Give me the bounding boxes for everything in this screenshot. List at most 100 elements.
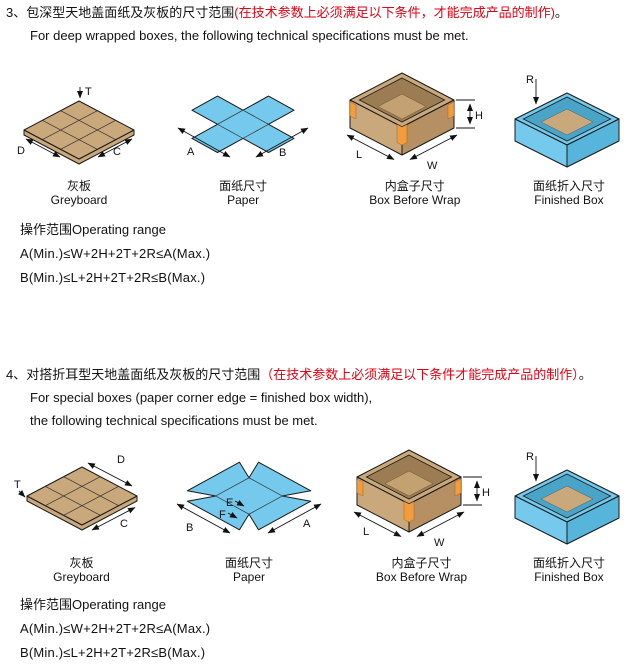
dim-thickness-T: T [14, 479, 26, 498]
figure-finished-box-s3: R 面纸折入尺寸 Finished Box [509, 71, 629, 207]
dim-label-A: A [187, 146, 195, 158]
dim-label-E: E [226, 497, 233, 509]
paper-fold-lines [216, 109, 269, 139]
caption-cn: 面纸折入尺寸 [532, 556, 605, 570]
dim-label-R: R [526, 74, 534, 86]
dim-width-W: W [409, 134, 458, 172]
figure-finished-box-s4: R 面纸折入尺寸 Finished Box [509, 448, 629, 584]
box-floor [377, 93, 427, 120]
section3-subtitle: For deep wrapped boxes, the following te… [30, 28, 469, 43]
dim-label-B: B [186, 522, 193, 534]
dim-paper-A: A [177, 127, 231, 158]
section4-formula-b: B(Min.)≤L+2H+2T+2R≤B(Max.) [20, 645, 206, 660]
section4-subtitle-line1: For special boxes (paper corner edge = f… [30, 390, 373, 405]
figure-box-before-wrap-s3: H L W 内盒子尺寸 Box Before Wrap [342, 61, 487, 207]
figure-caption: 面纸折入尺寸 Finished Box [533, 553, 605, 584]
dim-label-H: H [475, 110, 483, 122]
dim-turnin-R: R [526, 74, 539, 105]
caption-cn: 内盒子尺寸 [384, 179, 445, 193]
dim-label-W: W [434, 537, 445, 549]
dim-paper-B: B [255, 127, 309, 159]
section3-title-period: 。 [554, 5, 568, 20]
dim-width-C: C [91, 507, 136, 531]
dim-flap-E: E [226, 497, 245, 509]
dim-label-T: T [85, 86, 92, 98]
figure-caption: 面纸尺寸 Paper [225, 553, 273, 584]
caption-en: Greyboard [50, 193, 108, 207]
figure-greyboard-s3: T D C 灰板 Greyboard [14, 81, 144, 207]
figure-caption: 面纸折入尺寸 Finished Box [533, 176, 605, 207]
finished-box-right-wall [566, 118, 620, 168]
caption-cn: 灰板 [69, 556, 94, 570]
dim-label-L: L [363, 526, 369, 538]
caption-en: Greyboard [53, 570, 110, 584]
dim-thickness-T: T [77, 86, 92, 99]
greyboard-score-lines [42, 110, 116, 150]
dim-label-W: W [427, 160, 438, 172]
dim-label-D: D [17, 145, 25, 157]
dim-label-C: C [120, 518, 128, 530]
section3-title: 3、包深型天地盖面纸及灰板的尺寸范围(在技术参数上必须满足以下条件，才能完成产品… [0, 4, 643, 22]
dim-label-L: L [356, 149, 362, 161]
section3-title-red-note: (在技术参数上必须满足以下条件，才能完成产品的制作) [234, 5, 555, 20]
dim-label-T: T [14, 479, 21, 491]
section4-operating-range: 操作范围Operating range [20, 597, 166, 612]
finished-box-walls [514, 118, 620, 168]
box-corner-tapes [356, 478, 462, 523]
section4-title-period: 。 [578, 367, 592, 382]
box-before-wrap-diagram: H L W [346, 72, 483, 172]
finished-box-walls [514, 495, 620, 545]
dim-label-H: H [482, 487, 490, 499]
dim-label-C: C [113, 146, 121, 158]
dim-paper-A: A [267, 503, 322, 534]
dim-paper-B: B [176, 503, 231, 534]
paper-pinwheel-diagram: B A E F [176, 461, 322, 534]
figure-box-before-wrap-s4: H L W 内盒子尺寸 Box Before Wrap [349, 438, 494, 584]
finished-box-floor [540, 108, 594, 136]
figure-caption: 面纸尺寸 Paper [219, 176, 267, 207]
dim-length-L: L [346, 134, 395, 161]
paper-fold-lines [215, 477, 283, 515]
figure-paper-s4: B A E F 面纸尺寸 [164, 453, 334, 584]
section3-formula-b: B(Min.)≤L+2H+2T+2R≤B(Max.) [20, 270, 206, 285]
dim-width-C: C [97, 138, 133, 158]
caption-en: Finished Box [534, 193, 604, 207]
section4-formula-a: A(Min.)≤W+2H+2T+2R≤A(Max.) [20, 621, 211, 636]
section4-title-red-note: （在技术参数上必须满足以下条件才能完成产品的制作） [260, 367, 579, 382]
section4-title: 4、对搭折耳型天地盖面纸及灰板的尺寸范围（在技术参数上必须满足以下条件才能完成产… [0, 366, 643, 384]
greyboard-diagram: T D C [17, 86, 135, 165]
box-floor [384, 470, 434, 497]
figure-greyboard-s4: D T C 灰板 Greyboard [14, 453, 149, 584]
caption-en: Box Before Wrap [369, 193, 461, 207]
dim-depth-D: D [87, 454, 133, 487]
greyboard-top-face [26, 466, 138, 526]
dim-height-H: H [463, 476, 490, 506]
caption-cn: 面纸尺寸 [219, 179, 268, 193]
section3-figures-row: T D C 灰板 Greyboard [0, 61, 643, 207]
box-corner-tapes [350, 101, 455, 146]
greyboard-diagram: D T C [14, 454, 138, 531]
dim-turnin-R: R [526, 451, 539, 482]
section3-operating-range: 操作范围Operating range [20, 222, 166, 237]
caption-en: Box Before Wrap [375, 570, 468, 584]
section3-formula-a: A(Min.)≤W+2H+2T+2R≤A(Max.) [20, 246, 211, 261]
dim-depth-D: D [17, 138, 61, 158]
finished-box-diagram: R [514, 451, 620, 545]
section-special-boxes: 4、对搭折耳型天地盖面纸及灰板的尺寸范围（在技术参数上必须满足以下条件才能完成产… [0, 366, 643, 662]
paper-cross-diagram: A B [177, 95, 309, 159]
figure-caption: 内盒子尺寸 Box Before Wrap [369, 176, 460, 207]
section4-figures-row: D T C 灰板 Greyboard [0, 438, 643, 584]
caption-cn: 内盒子尺寸 [391, 556, 452, 570]
dim-label-R: R [526, 451, 534, 463]
dim-label-F: F [219, 509, 226, 521]
section4-title-main: 4、对搭折耳型天地盖面纸及灰板的尺寸范围 [6, 367, 261, 382]
section-deep-wrapped-boxes: 3、包深型天地盖面纸及灰板的尺寸范围(在技术参数上必须满足以下条件，才能完成产品… [0, 4, 643, 287]
section4-subtitle-line2: the following technical specifications m… [30, 413, 318, 428]
finished-box-diagram: R [514, 74, 620, 168]
caption-en: Finished Box [534, 570, 604, 584]
section3-title-main: 3、包深型天地盖面纸及灰板的尺寸范围 [6, 5, 235, 20]
caption-en: Paper [232, 570, 265, 584]
figure-paper-s3: A B 面纸尺寸 Paper [166, 76, 321, 207]
dim-height-H: H [456, 99, 483, 129]
